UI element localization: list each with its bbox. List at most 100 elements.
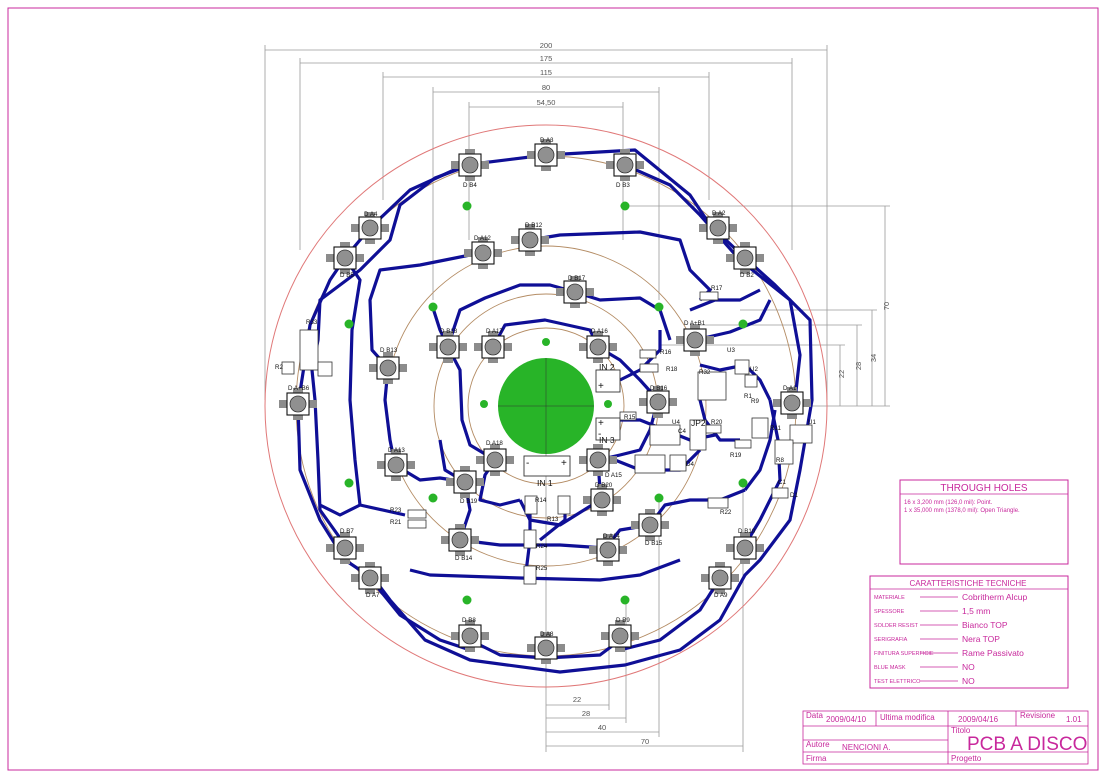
led-footprint (446, 466, 484, 498)
connector-signs: ++- -+ (526, 381, 604, 469)
label-C4: C4 (678, 428, 686, 435)
led-footprint (583, 484, 621, 516)
svg-text:+: + (561, 458, 567, 469)
led-footprint (579, 331, 617, 363)
part-labels-large: JP2 IN 2 IN 3 IN 1 (537, 362, 706, 488)
label-D1: D1 (790, 492, 798, 499)
label-DB12: D B12 (525, 222, 543, 229)
label-U3: U3 (727, 347, 735, 354)
label-DB7: D B7 (340, 528, 354, 535)
spec-value: 1,5 mm (962, 606, 990, 616)
modified-label: Ultima modifica (880, 713, 935, 722)
label-R25: R25 (536, 565, 548, 572)
revision-label: Revisione (1020, 711, 1056, 720)
spec-label: SERIGRAFIA (874, 637, 908, 643)
small-part-footprints (281, 291, 813, 585)
label-R8: R8 (776, 457, 784, 464)
spec-value: Rame Passivato (962, 648, 1024, 658)
spec-value: Bianco TOP (962, 620, 1008, 630)
svg-text:-: - (526, 458, 529, 469)
label-DB3: D B3 (616, 182, 630, 189)
modified-value: 2009/04/16 (958, 715, 999, 724)
led-footprint (464, 237, 502, 269)
led-footprints (279, 139, 811, 664)
dim-22-bottom: 22 (573, 695, 581, 704)
vias (344, 201, 748, 605)
label-DB4: D B4 (463, 182, 477, 189)
spec-value: NO (962, 662, 975, 672)
led-footprint (701, 562, 739, 594)
through-holes-line-1: 16 x 3,200 mm (126,0 mil): Point. (904, 500, 993, 506)
label-R33: R33 (306, 319, 318, 326)
led-footprint (429, 331, 467, 363)
dim-28-bottom: 28 (582, 709, 590, 718)
led-footprint (377, 449, 415, 481)
label-IN1: IN 1 (537, 478, 553, 488)
svg-text:-: - (598, 429, 601, 440)
label-R19: R19 (730, 452, 742, 459)
led-footprint (676, 324, 714, 356)
label-U4: U4 (672, 419, 680, 426)
label-R13: R13 (547, 516, 559, 523)
label-R23: R23 (390, 507, 402, 514)
label-DB15: D B15 (645, 540, 663, 547)
dim-200: 200 (540, 41, 553, 50)
project-label: Progetto (951, 754, 982, 763)
led-footprint (726, 532, 764, 564)
connector-in1 (523, 455, 571, 477)
spec-label: BLUE MASK (874, 665, 906, 671)
led-footprint (556, 276, 594, 308)
label-DA7: D A7 (366, 592, 380, 599)
led-footprint (527, 632, 565, 664)
led-footprint (699, 212, 737, 244)
dim-70-bottom: 70 (641, 737, 649, 746)
led-footprint (726, 242, 764, 274)
label-DB13: D B13 (380, 347, 398, 354)
label-DA1: D A1 (783, 385, 797, 392)
label-U2: U2 (750, 366, 758, 373)
label-DA4: D A4 (364, 211, 378, 218)
dim-54-50: 54,50 (537, 98, 556, 107)
spec-value: Nera TOP (962, 634, 1000, 644)
spec-label: FINITURA SUPERFICIE (874, 651, 934, 657)
date-label: Data (806, 711, 823, 720)
label-DB8: D B8 (462, 617, 476, 624)
label-DA3: D A3 (540, 137, 554, 144)
label-R14: R14 (535, 497, 547, 504)
label-DB20: D B20 (595, 482, 613, 489)
through-holes-line-2: 1 x 35,000 mm (1378,0 mil): Open Triangl… (904, 508, 1020, 514)
label-R16: R16 (660, 349, 672, 356)
title-block-text: Data 2009/04/10 Ultima modifica 2009/04/… (806, 711, 1087, 763)
dim-175: 175 (540, 54, 553, 63)
label-JP2: JP2 (691, 418, 706, 428)
dim-40-bottom: 40 (598, 723, 606, 732)
led-footprint (451, 620, 489, 652)
dim-70-right: 70 (882, 302, 891, 310)
date-value: 2009/04/10 (826, 715, 867, 724)
specs-title: CARATTERISTICHE TECNICHE (909, 579, 1026, 588)
label-DA15: D A15 (605, 472, 622, 479)
label-R18: R18 (666, 366, 678, 373)
dim-28-right: 28 (854, 362, 863, 370)
title-label: Titolo (951, 726, 971, 735)
led-footprint (441, 524, 479, 556)
label-DA14: D A14 (603, 533, 620, 540)
led-footprint (451, 149, 489, 181)
label-DAB6: D A+B6 (288, 385, 310, 392)
label-R20: R20 (711, 419, 723, 426)
label-R17: R17 (711, 285, 723, 292)
through-holes-title: THROUGH HOLES (940, 483, 1028, 494)
led-footprint (639, 386, 677, 418)
label-DB2: D B2 (740, 272, 754, 279)
label-DA9: D A9 (714, 592, 728, 599)
sheet-frame (7, 7, 1099, 771)
connector-in2 (595, 369, 621, 393)
spec-value: Cobritherm Alcup (962, 592, 1027, 602)
label-R2: R2 (275, 364, 283, 371)
label-DB10: D B10 (738, 528, 756, 535)
led-footprint (326, 532, 364, 564)
label-DA8: D A8 (540, 631, 554, 638)
spec-label: SPESSORE (874, 609, 905, 615)
